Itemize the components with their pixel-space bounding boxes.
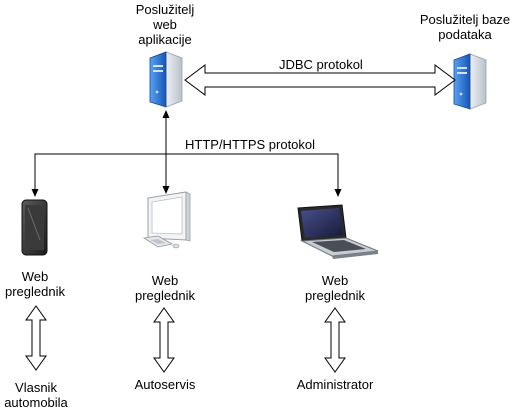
jdbc-protocol-label: JDBC protokol — [277, 57, 365, 72]
laptop-user-arrow — [324, 307, 346, 373]
tablet-user-arrow — [25, 305, 47, 371]
database-server-icon — [453, 53, 488, 110]
autoservis-label: Autoservis — [134, 377, 196, 392]
http-protocol-label: HTTP/HTTPS protokol — [183, 137, 318, 152]
laptop-icon — [297, 204, 379, 259]
jdbc-connection-arrow — [184, 64, 456, 96]
desktop-browser-label: Web preglednik — [135, 273, 195, 303]
desktop-computer-icon — [142, 191, 191, 249]
laptop-browser-label: Web preglednik — [305, 273, 365, 303]
http-connection-lines — [31, 110, 342, 197]
desktop-user-arrow — [153, 307, 175, 373]
web-server-label: Poslužitelj web aplikacije — [135, 2, 195, 47]
db-server-label: Poslužitelj baze podataka — [419, 12, 511, 42]
tablet-browser-label: Web preglednik — [5, 269, 65, 299]
owner-label: Vlasnik automobila — [4, 380, 68, 410]
web-server-icon — [149, 51, 184, 108]
tablet-icon — [21, 199, 48, 256]
administrator-label: Administrator — [296, 377, 374, 392]
